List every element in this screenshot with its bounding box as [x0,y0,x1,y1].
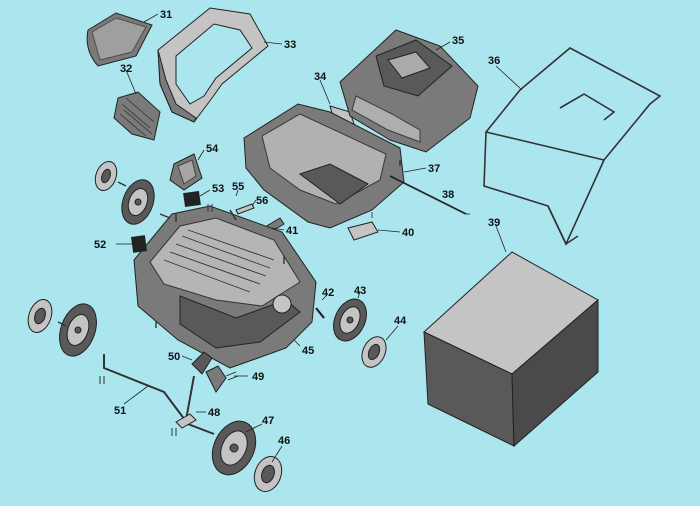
label-31: 31 [160,9,172,21]
label-39: 39 [488,217,500,229]
part-36-bag-frame [483,47,662,246]
left-front-hub-cap [94,160,118,192]
part-49-adjuster [205,365,239,393]
part-33-handle-frame [157,7,269,123]
label-51: 51 [114,405,126,417]
fasteners [57,160,401,328]
label-44: 44 [394,315,407,327]
part-42-shaft [315,307,325,319]
left-front-wheel [121,179,155,225]
label-48: 48 [208,407,220,419]
label-41: 41 [286,225,298,237]
part-47-wheel [211,420,257,476]
label-36: 36 [488,55,500,67]
part-32-grille [113,91,161,141]
label-55: 55 [232,181,244,193]
label-50: 50 [168,351,180,363]
label-45: 45 [302,345,314,357]
part-50-knob [191,351,213,375]
label-54: 54 [206,143,219,155]
label-37: 37 [428,163,440,175]
label-38: 38 [442,189,454,201]
label-46: 46 [278,435,290,447]
part-39-grass-box [423,251,599,448]
label-42: 42 [322,287,334,299]
part-52-sticker [130,235,148,253]
part-43-wheel [333,298,367,342]
left-rear-wheel [59,303,97,357]
label-53: 53 [212,183,224,195]
label-33: 33 [284,39,296,51]
left-rear-hub-cap [27,299,53,333]
part-40-bracket [347,212,379,241]
part-31-cover [86,12,153,67]
part-35-top-cover [339,29,479,153]
part-56-pin [235,203,255,215]
part-51-axle-bar [99,354,215,435]
part-44-hub-cap [361,336,387,368]
label-52: 52 [94,239,106,251]
part-55-screw [229,209,237,221]
label-34: 34 [314,71,327,83]
label-40: 40 [402,227,414,239]
part-labels: 31 32 33 34 35 36 37 38 39 40 41 42 43 4… [94,9,500,447]
label-47: 47 [262,415,274,427]
leader-lines [116,13,523,463]
label-35: 35 [452,35,464,47]
part-48-lever [171,413,197,436]
part-54-clamp [169,153,203,191]
label-32: 32 [120,63,132,75]
part-46-hub-cap [253,456,283,492]
label-43: 43 [354,285,366,297]
label-49: 49 [252,371,264,383]
label-56: 56 [256,195,268,207]
part-53-sticker [183,190,201,208]
part-38-rod [389,175,467,215]
part-45-deck-housing [133,205,317,369]
part-37-motor-housing [243,103,405,229]
